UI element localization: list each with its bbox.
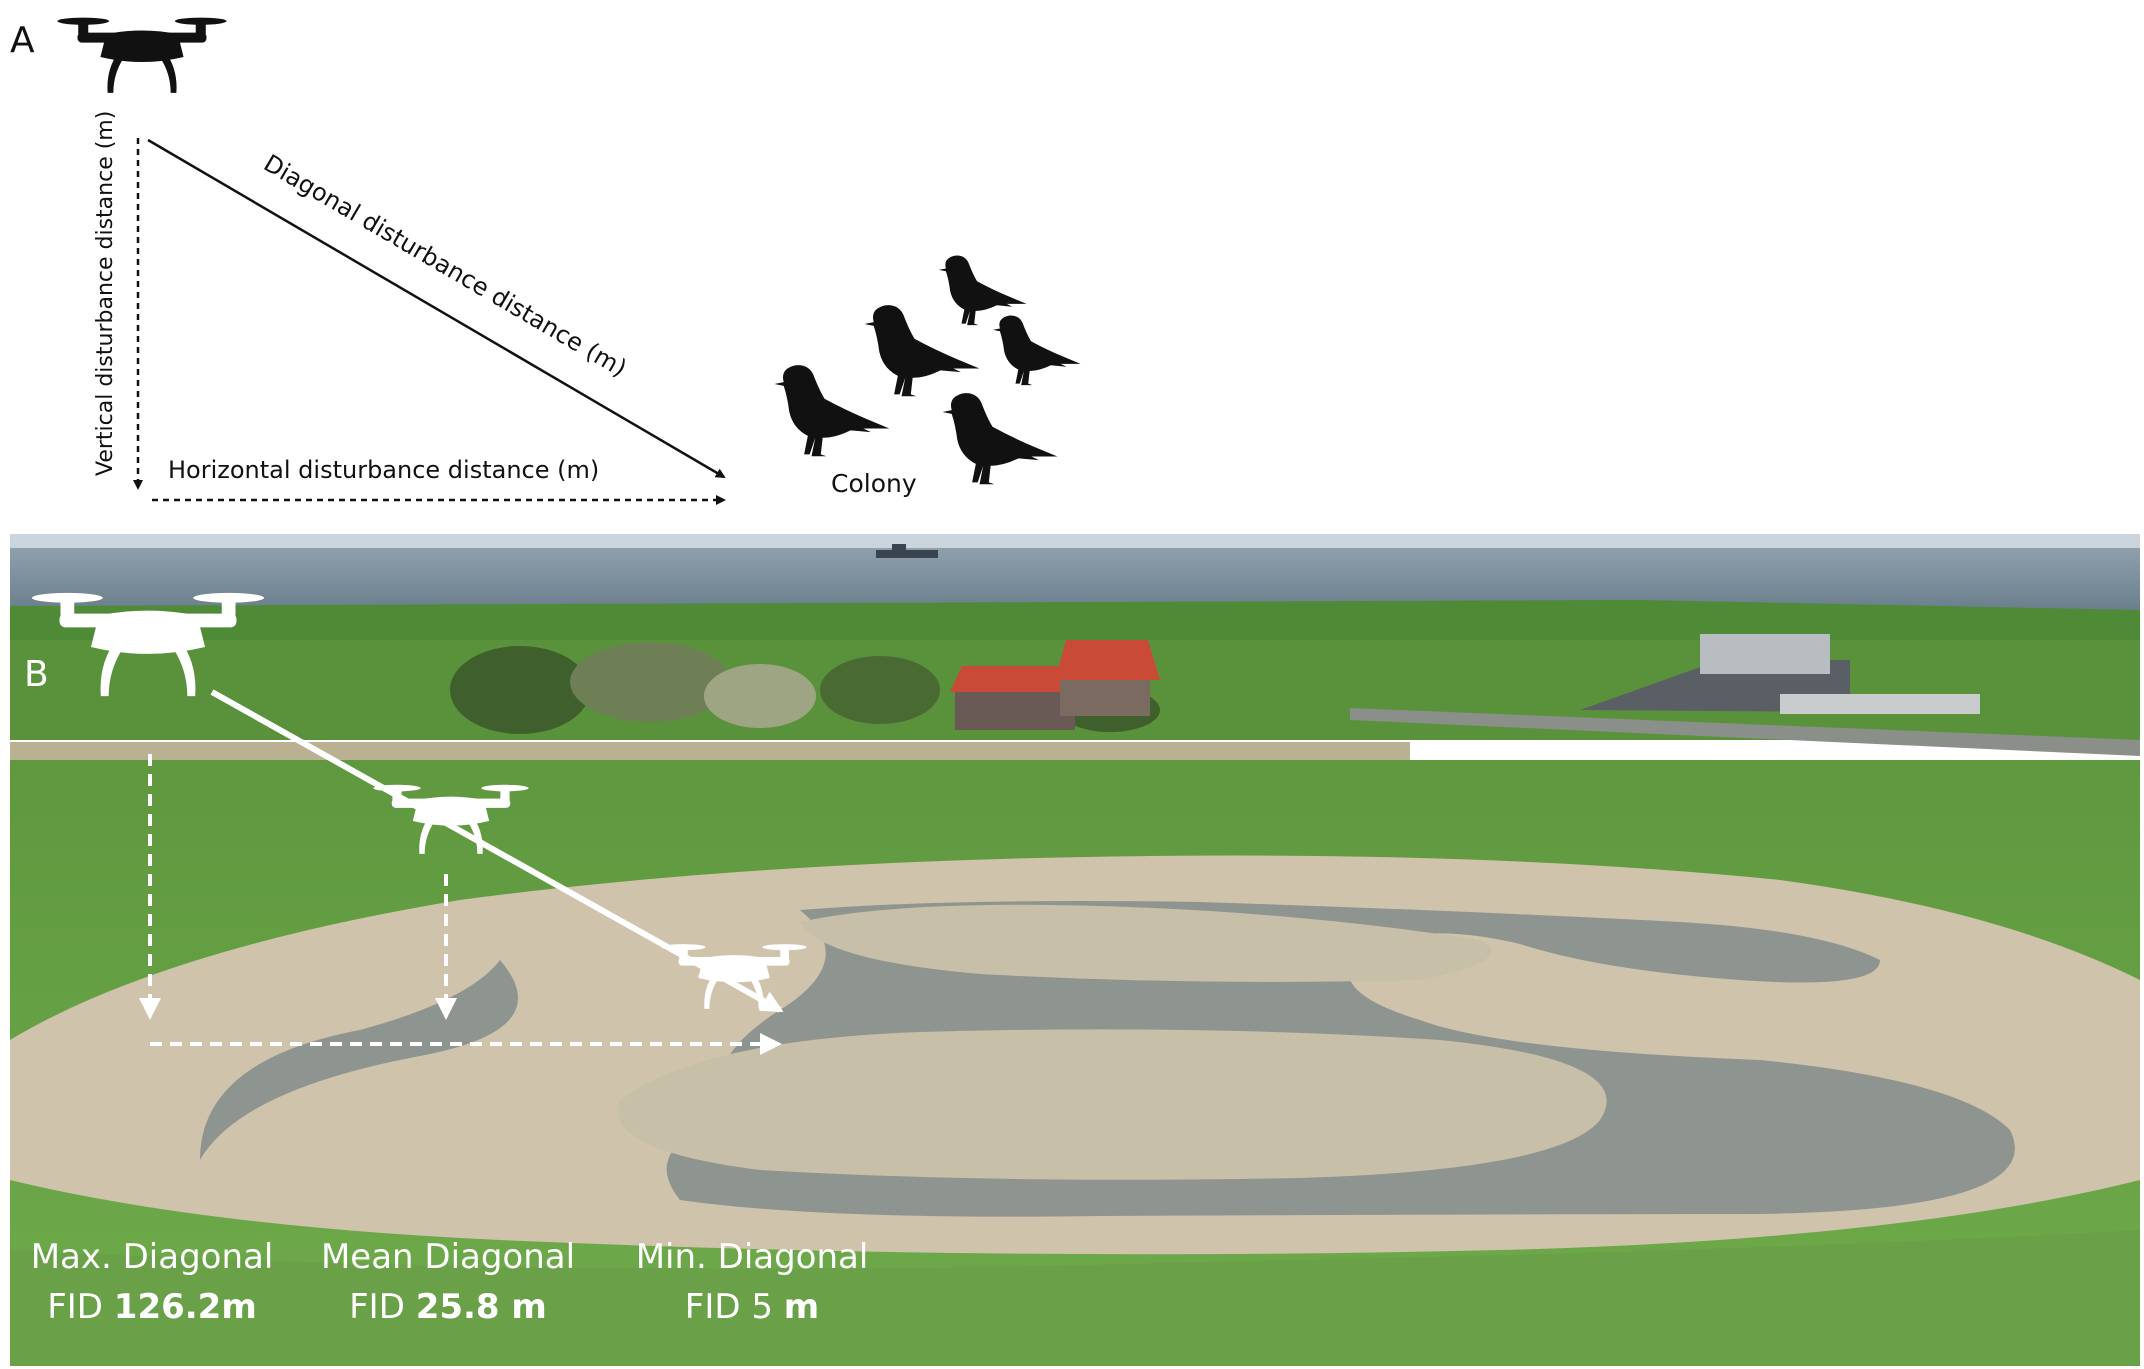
diagonal-flight-path [210, 689, 784, 1013]
bird-icon [864, 305, 980, 397]
horizontal-distance-label: Horizontal disturbance distance (m) [168, 456, 599, 484]
svg-text:FID 25.8 m: FID 25.8 m [349, 1287, 547, 1327]
bird-icon [992, 315, 1081, 386]
diagonal-distance-label: Diagonal disturbance distance (m) [259, 149, 631, 383]
drone-icon [57, 17, 227, 93]
vertical-distance-label: Vertical disturbance distance (m) [93, 111, 118, 476]
svg-text:Mean Diagonal: Mean Diagonal [321, 1237, 575, 1277]
panel-b-label: B [24, 654, 49, 695]
fid-mean-label: Mean Diagonal FID 25.8 m [321, 1237, 575, 1327]
diagonal-distance-arrow [147, 138, 726, 479]
bird-icon [938, 255, 1027, 326]
landscape-photo [10, 534, 2140, 1366]
svg-text:Max. Diagonal: Max. Diagonal [31, 1237, 274, 1277]
fid-min-label: Min. Diagonal FID 5 m [636, 1237, 869, 1327]
bird-icon [774, 365, 890, 457]
panel-a-label: A [10, 20, 35, 61]
fid-max-label: Max. Diagonal FID 126.2m [31, 1237, 274, 1327]
svg-text:FID 5 m: FID 5 m [685, 1287, 819, 1327]
colony-label: Colony [831, 469, 917, 498]
bird-icon [942, 393, 1058, 485]
panel-b: B Max. Diagonal FID 126.2m Mean Diagonal… [10, 534, 2140, 1366]
svg-text:FID 126.2m: FID 126.2m [47, 1287, 257, 1327]
bird-colony [774, 255, 1081, 485]
svg-text:Min. Diagonal: Min. Diagonal [636, 1237, 869, 1277]
panel-a: A Vertical disturbance distance (m) Diag… [10, 17, 1081, 505]
